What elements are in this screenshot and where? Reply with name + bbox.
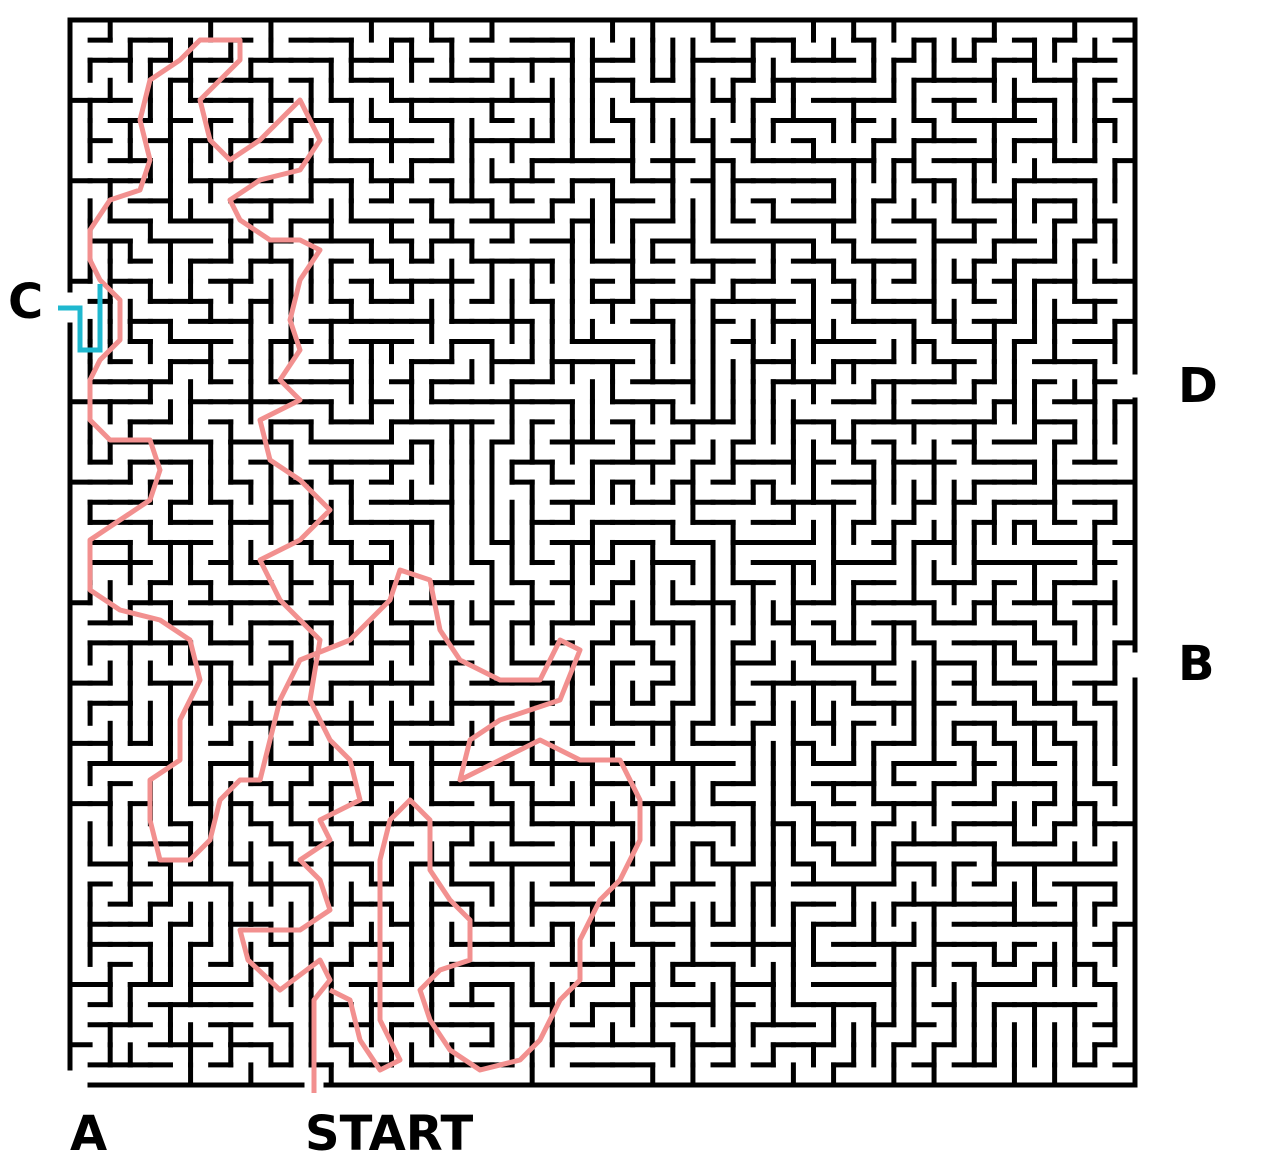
exit-label-d: D: [1178, 358, 1218, 414]
exit-label-b: B: [1178, 636, 1215, 692]
alternate-path: [58, 284, 103, 353]
solution-path: [87, 37, 643, 1093]
maze-walls: [67, 17, 1138, 1088]
exit-label-c: C: [8, 274, 44, 330]
exit-label-a: A: [70, 1106, 108, 1162]
start-label: START: [305, 1106, 474, 1162]
